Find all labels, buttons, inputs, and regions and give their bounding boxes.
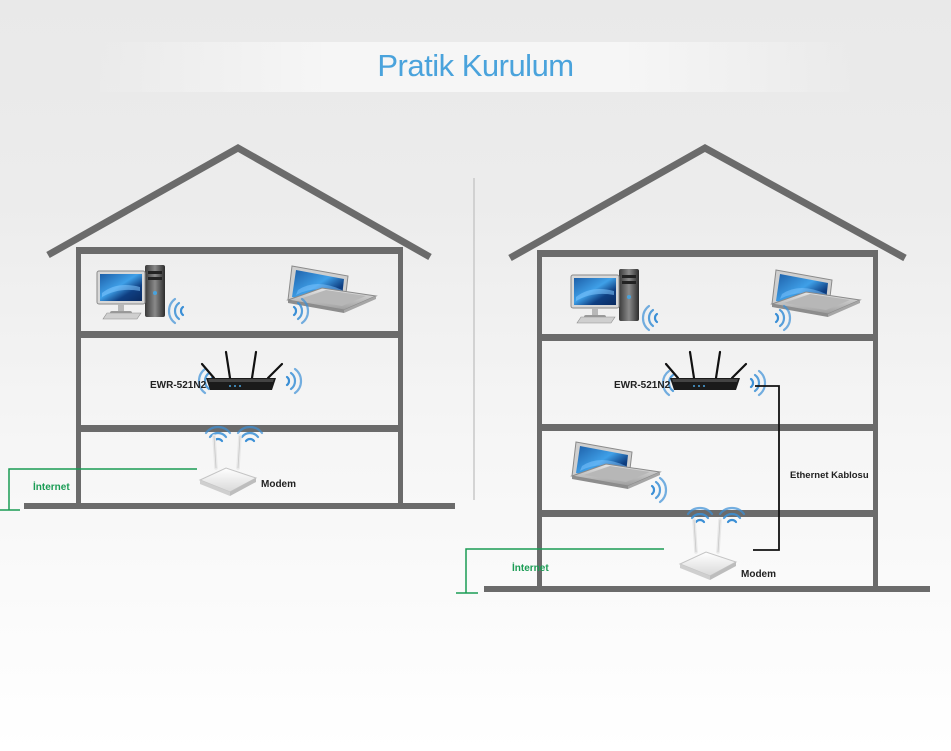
left-house-wall-right [398, 247, 403, 506]
title-band [90, 42, 860, 92]
router-label: EWR-521N2 [614, 380, 671, 391]
modem-icon [678, 518, 738, 582]
desktop-icon [96, 264, 166, 320]
internet-label: İnternet [33, 480, 70, 493]
laptop-icon [571, 441, 661, 490]
ethernet-label: Ethernet Kablosu [790, 470, 869, 481]
right-house-ground [484, 586, 930, 592]
internet-line [8, 468, 197, 510]
desktop-icon [570, 268, 640, 324]
ethernet-cable-line [753, 385, 780, 551]
right-house-wall-right [873, 250, 878, 588]
wifi-icon [749, 369, 767, 397]
left-house-wall-left [76, 247, 81, 506]
wifi-icon [774, 304, 792, 332]
left-house-floor-1 [76, 331, 403, 338]
wifi-icon [641, 304, 659, 332]
modem-label: Modem [261, 479, 296, 490]
right-house-roof [508, 143, 907, 262]
modem-label: Modem [741, 569, 776, 580]
wifi-icon [650, 476, 668, 504]
left-house-roof [46, 143, 432, 261]
left-house: EWR-521N2 Modem İnternet [0, 143, 455, 511]
left-house-floor-top [76, 247, 403, 254]
internet-label: İnternet [512, 561, 549, 574]
internet-line [465, 548, 664, 593]
router-icon [200, 350, 284, 392]
left-house-floor-2 [76, 425, 403, 432]
right-house: EWR-521N2 Ethernet Kablosu Modem İnterne… [456, 143, 930, 594]
wifi-icon [167, 297, 185, 325]
laptop-icon [771, 269, 861, 318]
modem-icon [198, 434, 258, 498]
right-house-floor-1 [537, 334, 878, 341]
wifi-icon [285, 367, 303, 395]
right-house-floor-top [537, 250, 878, 257]
left-house-ground [24, 503, 455, 509]
router-icon [664, 350, 748, 392]
right-house-floor-2 [537, 424, 878, 431]
right-house-wall-left [537, 250, 542, 588]
router-label: EWR-521N2 [150, 380, 207, 391]
page-title: Pratik Kurulum [377, 48, 574, 83]
right-house-floor-3 [537, 510, 878, 517]
